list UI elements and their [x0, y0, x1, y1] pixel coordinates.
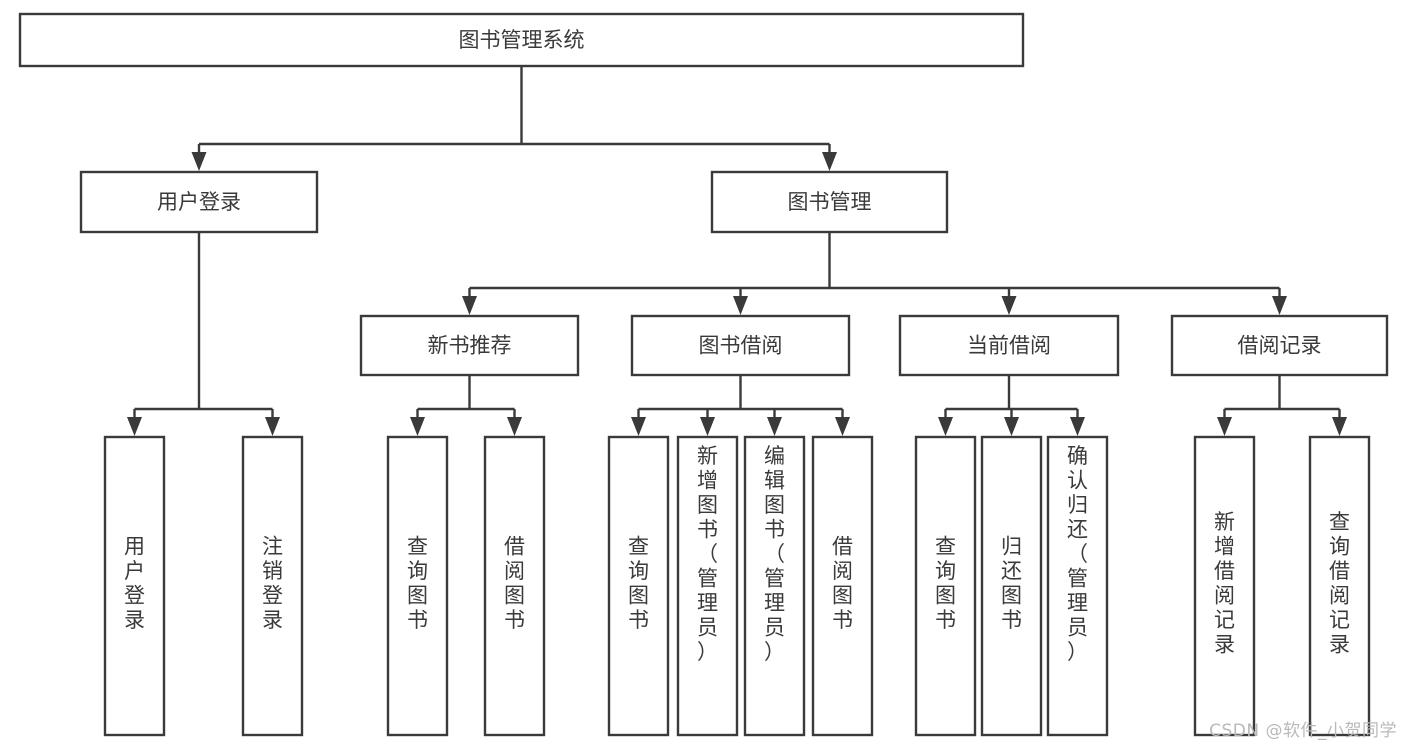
node-leaf-add-book[interactable]: 新增图书（管理员） [676, 435, 739, 737]
node-label-leaf-borrow-book-2: 借阅图书 [832, 534, 853, 632]
node-leaf-confirm-return[interactable]: 确认归还（管理员） [1046, 435, 1109, 737]
node-label-leaf-add-book: 新增图书（管理员） [697, 444, 718, 664]
node-leaf-return-book[interactable]: 归还图书 [980, 435, 1043, 737]
node-box-root[interactable] [18, 12, 1025, 68]
node-box-new-book-recommend[interactable] [359, 314, 580, 377]
node-leaf-borrow-book-2[interactable]: 借阅图书 [811, 435, 874, 737]
node-box-leaf-user-login[interactable] [103, 435, 166, 737]
connector-group-root [191, 66, 837, 171]
node-label-leaf-query-book-1: 查询图书 [407, 534, 428, 632]
node-leaf-query-record[interactable]: 查询借阅记录 [1308, 435, 1371, 737]
connector-group-borrow-record [1217, 375, 1347, 436]
node-label-leaf-return-book: 归还图书 [1001, 534, 1022, 632]
node-layer: 图书管理系统用户登录图书管理新书推荐图书借阅当前借阅借阅记录用户登录注销登录查询… [18, 12, 1389, 737]
node-label-book-management: 图书管理 [788, 190, 872, 214]
node-current-borrow[interactable]: 当前借阅 [898, 314, 1120, 377]
node-box-leaf-borrow-book-2[interactable] [811, 435, 874, 737]
node-box-current-borrow[interactable] [898, 314, 1120, 377]
node-label-leaf-edit-book: 编辑图书（管理员） [764, 444, 785, 664]
node-box-leaf-confirm-return[interactable] [1046, 435, 1109, 737]
connector-group-new-book-recommend [410, 375, 522, 436]
node-box-leaf-add-book[interactable] [676, 435, 739, 737]
node-label-leaf-query-book-2: 查询图书 [628, 534, 649, 632]
node-box-leaf-query-book-3[interactable] [914, 435, 977, 737]
node-label-borrow-record: 借阅记录 [1238, 334, 1322, 358]
node-leaf-query-book-3[interactable]: 查询图书 [914, 435, 977, 737]
node-borrow-record[interactable]: 借阅记录 [1170, 314, 1389, 377]
node-box-borrow-record[interactable] [1170, 314, 1389, 377]
node-leaf-borrow-book-1[interactable]: 借阅图书 [483, 435, 546, 737]
node-label-leaf-query-book-3: 查询图书 [935, 534, 956, 632]
node-label-leaf-query-record: 查询借阅记录 [1329, 510, 1350, 657]
connector-group-book-borrow [631, 375, 850, 436]
node-box-leaf-return-book[interactable] [980, 435, 1043, 737]
node-box-leaf-query-book-2[interactable] [607, 435, 670, 737]
node-leaf-logout[interactable]: 注销登录 [241, 435, 304, 737]
node-label-book-borrow: 图书借阅 [699, 334, 783, 358]
node-leaf-query-book-1[interactable]: 查询图书 [386, 435, 449, 737]
node-box-leaf-add-record[interactable] [1193, 435, 1256, 737]
connector-group-current-borrow [938, 375, 1085, 436]
node-root[interactable]: 图书管理系统 [18, 12, 1025, 68]
node-box-leaf-query-book-1[interactable] [386, 435, 449, 737]
node-box-leaf-logout[interactable] [241, 435, 304, 737]
node-box-leaf-query-record[interactable] [1308, 435, 1371, 737]
node-leaf-user-login[interactable]: 用户登录 [103, 435, 166, 737]
node-box-book-management[interactable] [710, 170, 949, 234]
node-book-management[interactable]: 图书管理 [710, 170, 949, 234]
node-book-borrow[interactable]: 图书借阅 [630, 314, 851, 377]
node-user-login[interactable]: 用户登录 [79, 170, 319, 234]
node-box-leaf-borrow-book-1[interactable] [483, 435, 546, 737]
node-label-user-login: 用户登录 [157, 190, 241, 214]
node-label-current-borrow: 当前借阅 [967, 334, 1051, 358]
node-leaf-query-book-2[interactable]: 查询图书 [607, 435, 670, 737]
node-label-leaf-user-login: 用户登录 [124, 534, 145, 632]
node-box-leaf-edit-book[interactable] [743, 435, 806, 737]
node-label-root: 图书管理系统 [459, 28, 585, 52]
node-box-user-login[interactable] [79, 170, 319, 234]
node-label-new-book-recommend: 新书推荐 [428, 334, 512, 358]
connector-group-book-management [462, 232, 1287, 315]
node-label-leaf-logout: 注销登录 [262, 534, 283, 632]
node-label-leaf-confirm-return: 确认归还（管理员） [1067, 444, 1088, 664]
node-box-book-borrow[interactable] [630, 314, 851, 377]
node-label-leaf-add-record: 新增借阅记录 [1214, 510, 1235, 657]
connector-group-user-login [127, 232, 280, 436]
node-leaf-edit-book[interactable]: 编辑图书（管理员） [743, 435, 806, 737]
node-label-leaf-borrow-book-1: 借阅图书 [504, 534, 525, 632]
node-new-book-recommend[interactable]: 新书推荐 [359, 314, 580, 377]
node-leaf-add-record[interactable]: 新增借阅记录 [1193, 435, 1256, 737]
connector-layer [127, 66, 1347, 436]
